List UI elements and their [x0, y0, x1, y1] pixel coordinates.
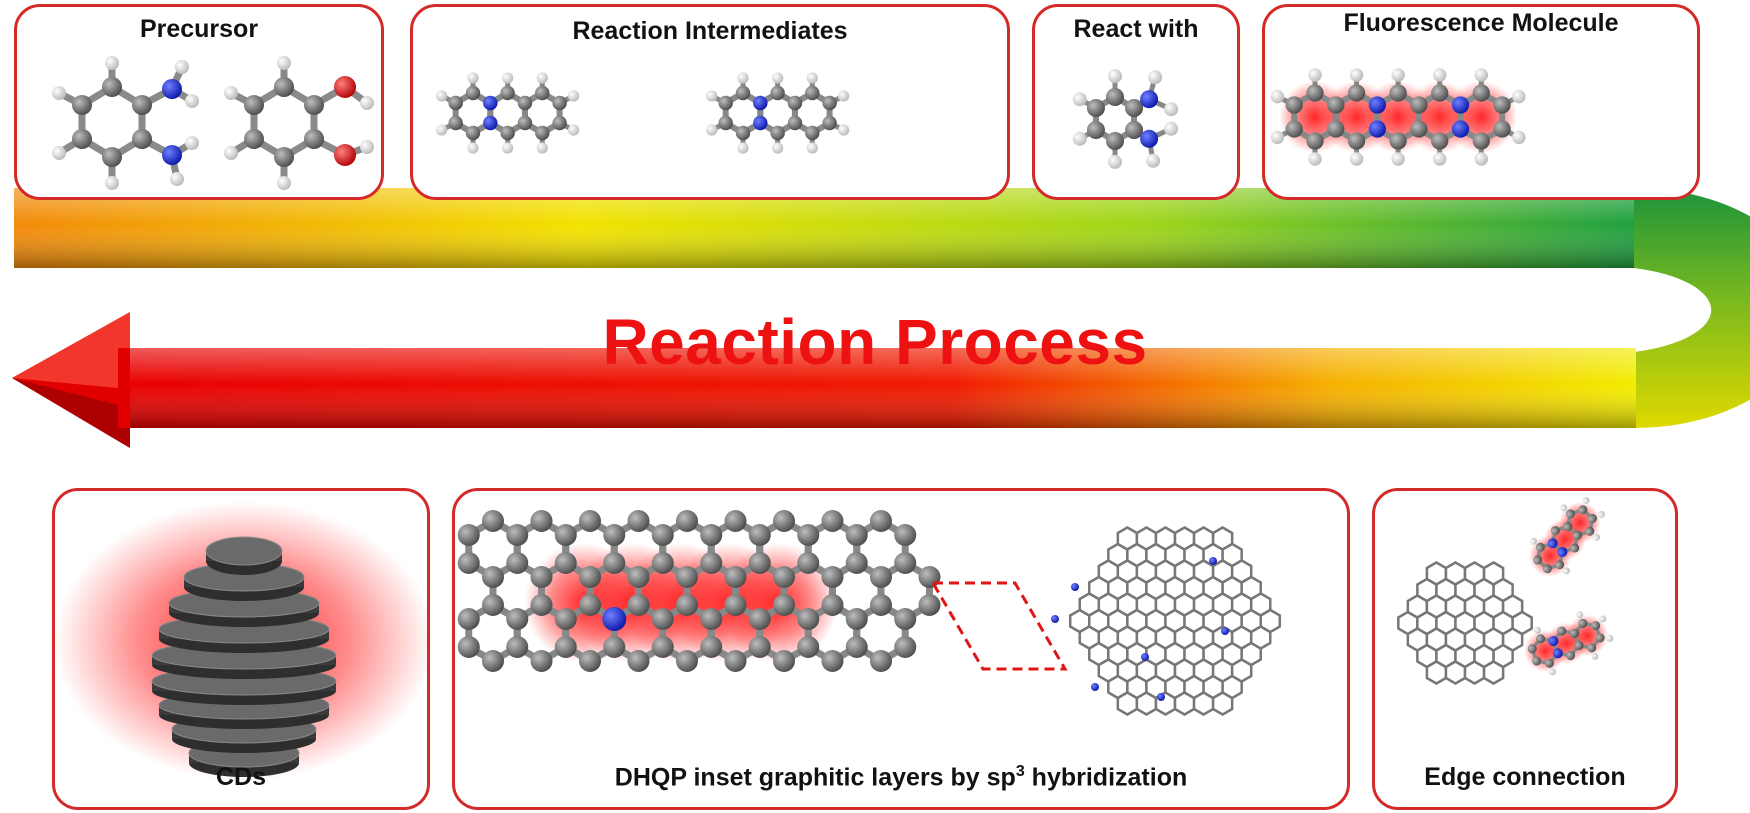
dhqp-title-text: DHQP inset graphitic layers by sp	[614, 763, 1016, 792]
intermediates-panel: Reaction Intermediates	[410, 4, 1010, 200]
cds-panel: CDs	[52, 488, 433, 810]
edge-connection-structure	[1397, 497, 1614, 685]
intermediates-molecules	[436, 72, 850, 154]
dhqp-title: DHQP inset graphitic layers by sp3 hybri…	[455, 763, 1347, 792]
dhqp-title-sup: 3	[1015, 763, 1025, 780]
intermediates-title: Reaction Intermediates	[572, 17, 848, 45]
fluorescence-panel: Fluorescence Molecule	[1262, 4, 1700, 200]
edge-panel: Edge connection	[1372, 488, 1678, 810]
main-title: Reaction Process	[602, 306, 1148, 378]
dhqp-title-suffix: hybridization	[1024, 763, 1188, 792]
precursor-title: Precursor	[139, 15, 259, 43]
graphitic-layer-structure	[457, 510, 1282, 716]
edge-title: Edge connection	[1424, 763, 1626, 791]
dhqp-panel: DHQP inset graphitic layers by sp3 hybri…	[452, 488, 1350, 810]
fluorescence-title: Fluorescence Molecule	[1343, 9, 1619, 37]
carbon-dot-stack-icon	[55, 501, 433, 781]
react-with-title: React with	[1073, 15, 1199, 43]
fluorescence-molecule	[1270, 68, 1526, 166]
react-with-panel: React with	[1032, 4, 1240, 200]
precursor-panel: Precursor	[14, 4, 384, 200]
o-phenylenediamine-molecule	[1072, 69, 1179, 169]
precursor-molecules	[52, 56, 374, 190]
cds-title: CDs	[215, 763, 266, 791]
